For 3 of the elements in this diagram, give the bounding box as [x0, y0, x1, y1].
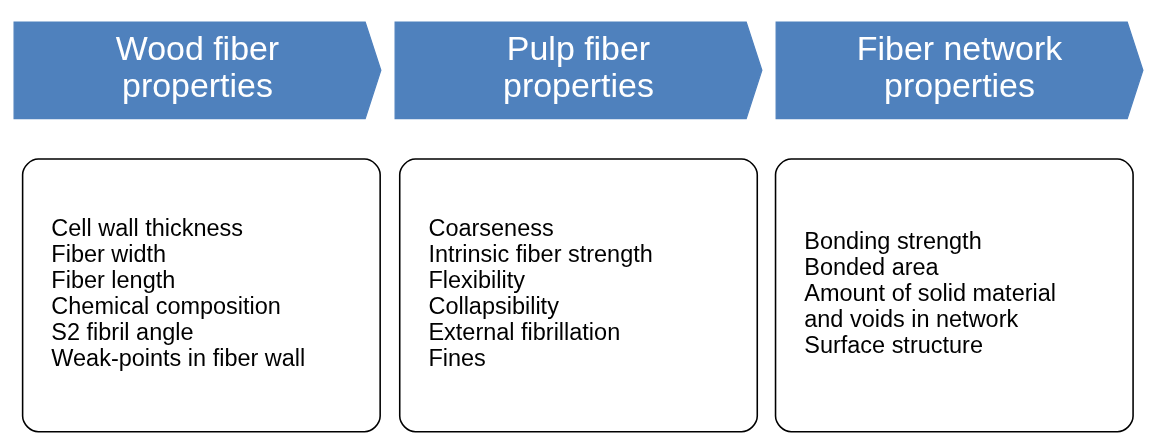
- node-box: Coarseness Intrinsic fiber strength Flexibility Collapsibility External fibrillation Fines: [398, 158, 759, 433]
- node-box: Bonding strength Bonded area Amount of solid material and voids in network Surface structure: [774, 158, 1134, 433]
- node-box: Cell wall thickness Fiber width Fiber length Chemical composition S2 fibril angle Weak-points in fiber wall: [21, 158, 381, 433]
